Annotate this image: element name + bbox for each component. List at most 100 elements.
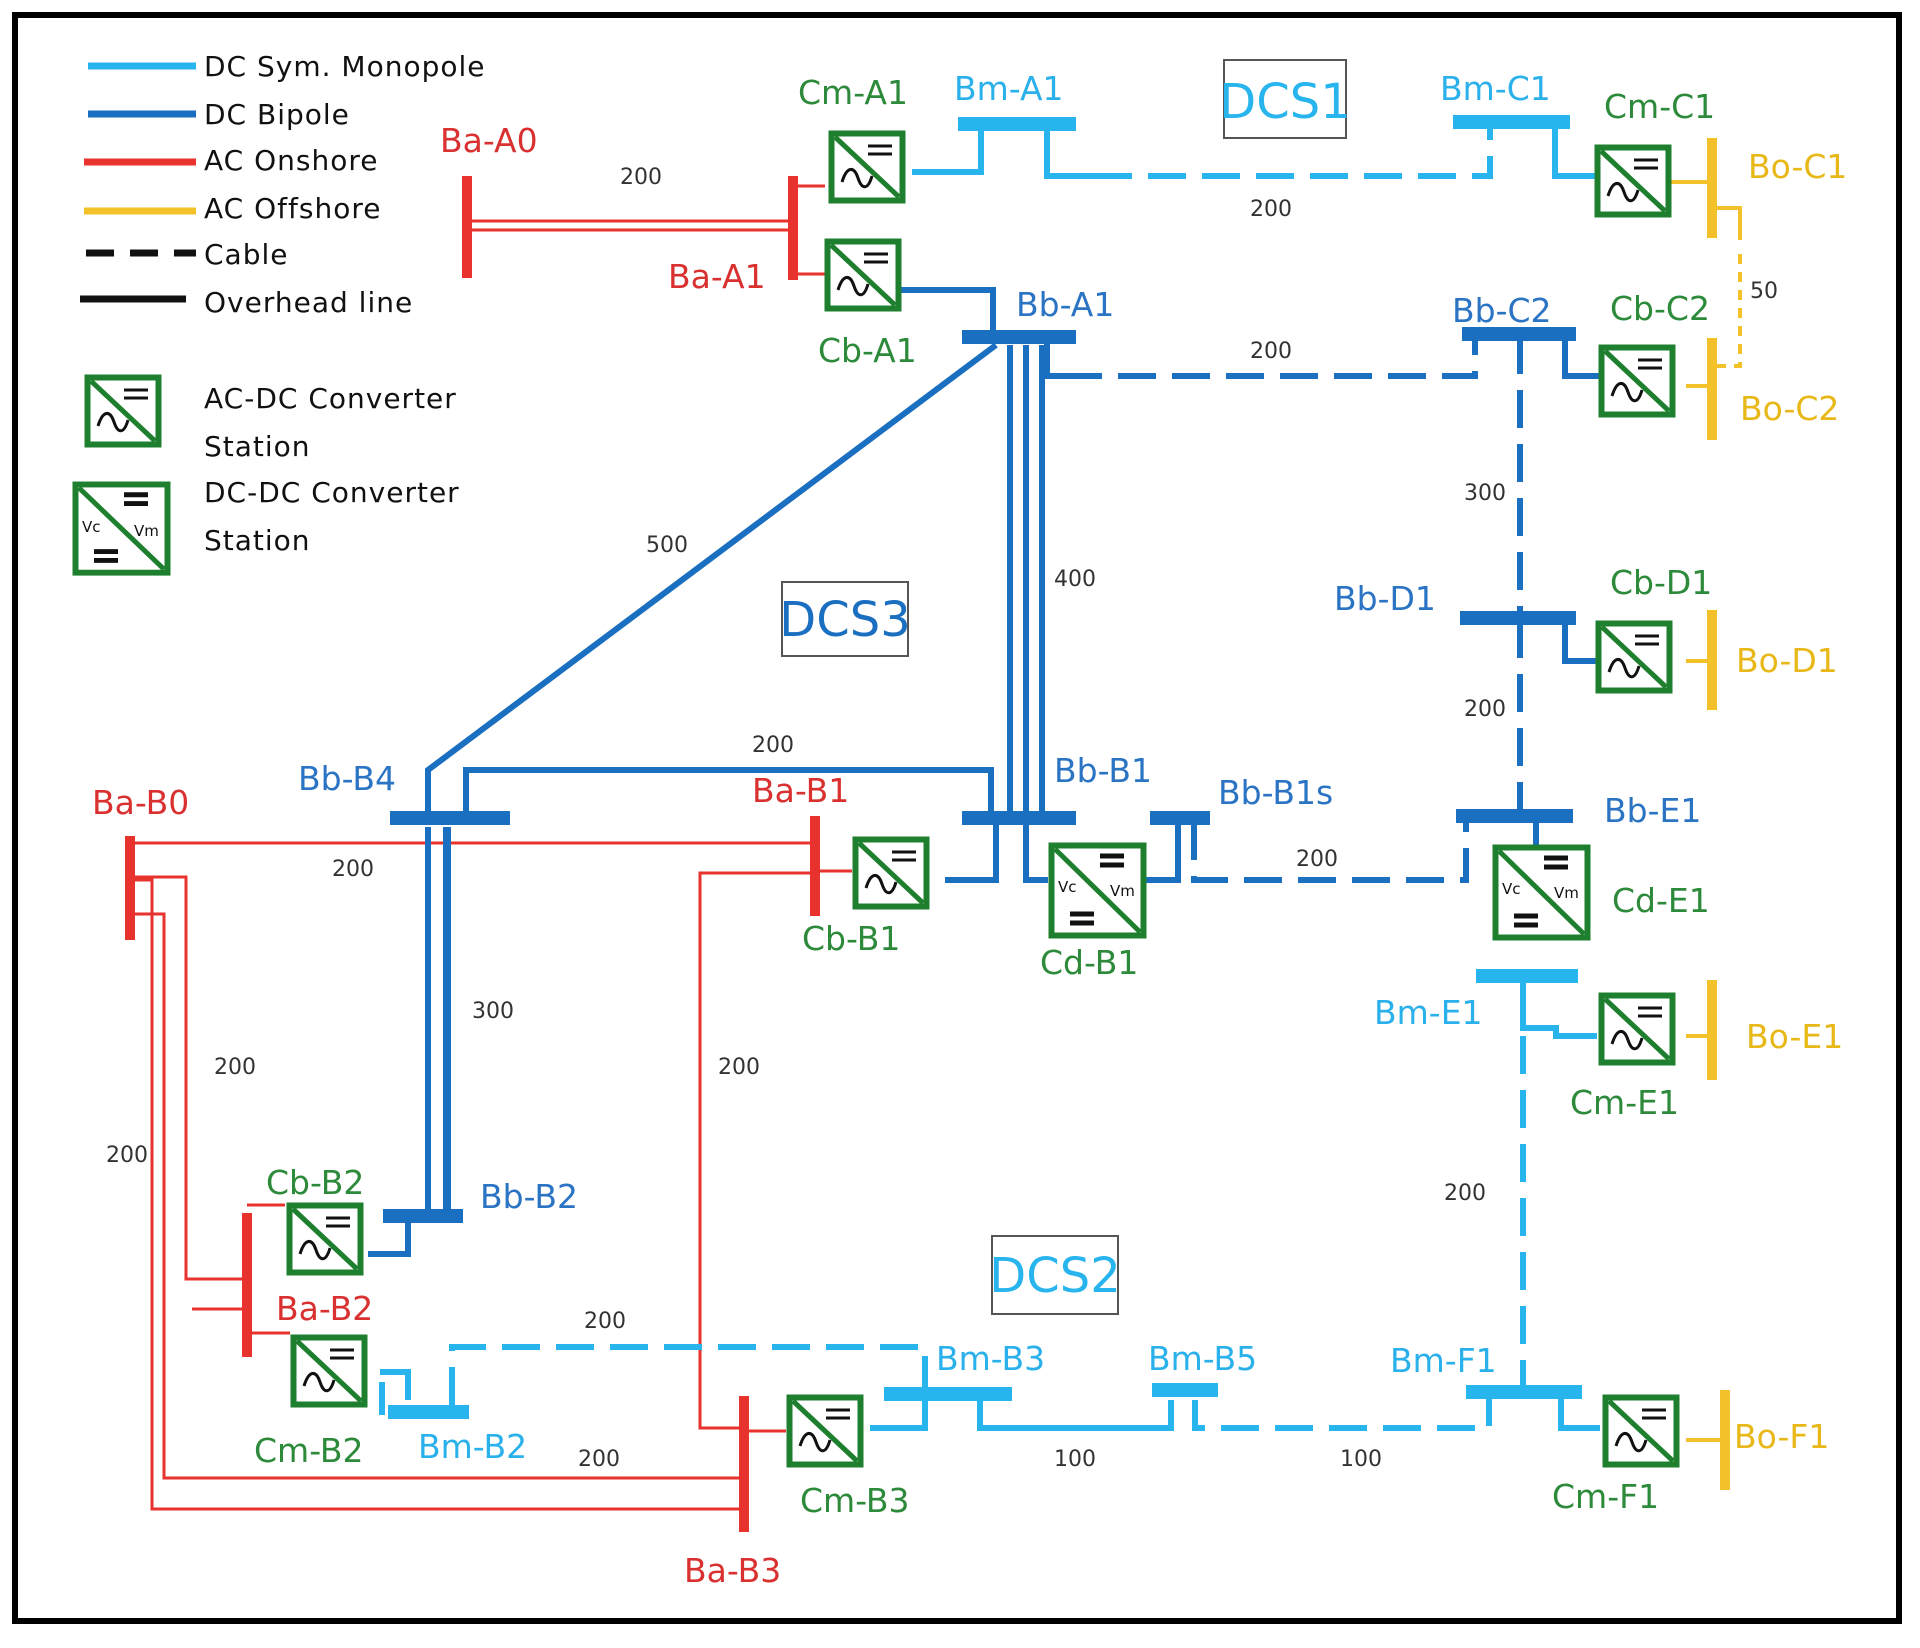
label-bb-a1: Bb-A1 xyxy=(1016,285,1114,324)
label-cb-c2: Cb-C2 xyxy=(1610,289,1710,328)
label-bm-b5: Bm-B5 xyxy=(1148,1339,1257,1378)
legend-label-cable: Cable xyxy=(204,238,289,271)
ac-onshore-lines xyxy=(130,184,852,1511)
region-dcs2: DCS2 xyxy=(989,1235,1121,1315)
label-bm-e1: Bm-E1 xyxy=(1374,993,1483,1032)
label-bb-b2: Bb-B2 xyxy=(480,1177,578,1216)
legend-label-overhead: Overhead line xyxy=(204,286,413,319)
svg-text:Vm: Vm xyxy=(134,522,159,540)
label-bb-d1: Bb-D1 xyxy=(1334,579,1436,618)
svg-text:Vm: Vm xyxy=(1554,884,1579,902)
dc-bipole-lines xyxy=(368,287,1602,1257)
label-bo-d1: Bo-D1 xyxy=(1736,641,1838,680)
dcdc-vc-vm-labels: Vc Vm Vc Vm xyxy=(1058,878,1579,902)
label-cd-e1: Cd-E1 xyxy=(1612,881,1710,920)
converter-cb-c2 xyxy=(1602,348,1673,415)
dist-b1-b3: 200 xyxy=(718,1055,760,1080)
svg-text:Vm: Vm xyxy=(1110,882,1135,900)
legend-dcdc-line2: Station xyxy=(204,524,311,557)
svg-text:Vc: Vc xyxy=(82,518,101,536)
label-ba-b0: Ba-B0 xyxy=(92,783,189,822)
label-cb-d1: Cb-D1 xyxy=(1610,563,1712,602)
converter-cm-b3 xyxy=(790,1398,861,1465)
converter-cm-e1 xyxy=(1602,996,1673,1063)
label-cb-a1: Cb-A1 xyxy=(818,331,917,370)
legend-label-ac-onshore: AC Onshore xyxy=(204,144,379,177)
label-cm-e1: Cm-E1 xyxy=(1570,1083,1679,1122)
label-bo-f1: Bo-F1 xyxy=(1734,1417,1829,1456)
label-ba-b3: Ba-B3 xyxy=(684,1551,781,1590)
label-cb-b1: Cb-B1 xyxy=(802,919,900,958)
dist-b1s-e1: 200 xyxy=(1296,847,1338,872)
converter-cm-b2 xyxy=(294,1338,365,1405)
legend-acdc-converter-icon xyxy=(88,378,159,445)
label-bb-e1: Bb-E1 xyxy=(1604,791,1701,830)
svg-text:DCS2: DCS2 xyxy=(989,1248,1120,1304)
node-labels: Ba-A0 Ba-A1 Cm-A1 Cb-A1 Bm-A1 Bb-A1 Bm-C… xyxy=(92,69,1847,1590)
ac-offshore-buses xyxy=(1707,138,1730,1490)
label-cm-b2: Cm-B2 xyxy=(254,1431,364,1470)
label-cd-b1: Cd-B1 xyxy=(1040,943,1138,982)
label-bb-b1: Bb-B1 xyxy=(1054,751,1152,790)
svg-text:Vc: Vc xyxy=(1058,878,1077,896)
label-cm-f1: Cm-F1 xyxy=(1552,1477,1659,1516)
label-cm-c1: Cm-C1 xyxy=(1604,87,1715,126)
dist-a1-b4: 500 xyxy=(646,533,688,558)
label-ba-a1: Ba-A1 xyxy=(668,257,766,296)
dist-a1-c2: 200 xyxy=(1250,339,1292,364)
dist-b0-b1: 200 xyxy=(332,857,374,882)
label-cm-b3: Cm-B3 xyxy=(800,1481,910,1520)
region-dcs3: DCS3 xyxy=(779,581,911,657)
dc-bipole-buses xyxy=(383,327,1576,1223)
label-bb-b4: Bb-B4 xyxy=(298,759,396,798)
dist-b4-b2: 300 xyxy=(472,999,514,1024)
dist-a1-b1: 400 xyxy=(1054,567,1096,592)
legend-acdc-line2: Station xyxy=(204,430,311,463)
legend-label-dc-bipole: DC Bipole xyxy=(204,98,350,131)
dist-b2-b3-ac: 200 xyxy=(578,1447,620,1472)
converter-cb-d1 xyxy=(1599,624,1670,691)
label-bm-c1: Bm-C1 xyxy=(1440,69,1551,108)
label-cm-a1: Cm-A1 xyxy=(798,73,908,112)
ac-onshore-buses xyxy=(125,176,820,1532)
region-dcs1: DCS1 xyxy=(1219,59,1351,139)
dist-d1-e1: 200 xyxy=(1464,697,1506,722)
label-ba-b2: Ba-B2 xyxy=(276,1289,373,1328)
label-bm-b3: Bm-B3 xyxy=(936,1339,1045,1378)
dist-b5-f1: 100 xyxy=(1340,1447,1382,1472)
dist-c1-c2: 50 xyxy=(1750,279,1778,304)
dc-monopole-buses xyxy=(388,115,1582,1419)
svg-text:Vc: Vc xyxy=(1502,880,1521,898)
label-bo-c2: Bo-C2 xyxy=(1740,389,1839,428)
legend-acdc-line1: AC-DC Converter xyxy=(204,382,457,415)
converter-cm-f1 xyxy=(1606,1398,1677,1465)
legend-label-dc-monopole: DC Sym. Monopole xyxy=(204,50,486,83)
converter-cm-a1 xyxy=(832,134,903,201)
label-bm-b2: Bm-B2 xyxy=(418,1427,527,1466)
dist-b3-b5: 100 xyxy=(1054,1447,1096,1472)
legend-label-ac-offshore: AC Offshore xyxy=(204,192,381,225)
dist-e1-f1: 200 xyxy=(1444,1181,1486,1206)
dist-b2-b3-dc: 200 xyxy=(584,1309,626,1334)
distance-labels: 200 200 200 50 300 200 500 400 200 200 2… xyxy=(106,165,1778,1472)
label-bm-a1: Bm-A1 xyxy=(954,69,1064,108)
converter-cb-a1 xyxy=(828,242,899,309)
label-bb-b1s: Bb-B1s xyxy=(1218,773,1333,812)
label-cb-b2: Cb-B2 xyxy=(266,1163,364,1202)
dist-b0-b3: 200 xyxy=(106,1143,148,1168)
dist-b4-b1: 200 xyxy=(752,733,794,758)
converter-cm-c1 xyxy=(1598,148,1669,215)
label-bo-c1: Bo-C1 xyxy=(1748,147,1847,186)
label-bm-f1: Bm-F1 xyxy=(1390,1341,1497,1380)
label-ba-a0: Ba-A0 xyxy=(440,121,538,160)
dist-b0-b2: 200 xyxy=(214,1055,256,1080)
dist-c2-d1: 300 xyxy=(1464,481,1506,506)
converter-cb-b2 xyxy=(290,1206,361,1273)
legend-dcdc-converter-icon: Vc Vm xyxy=(76,484,168,572)
legend: DC Sym. Monopole DC Bipole AC Onshore AC… xyxy=(76,50,486,573)
label-ba-b1: Ba-B1 xyxy=(752,771,849,810)
dist-a1-c1: 200 xyxy=(1250,197,1292,222)
legend-dcdc-line1: DC-DC Converter xyxy=(204,476,460,509)
dc-monopole-lines xyxy=(379,124,1600,1431)
